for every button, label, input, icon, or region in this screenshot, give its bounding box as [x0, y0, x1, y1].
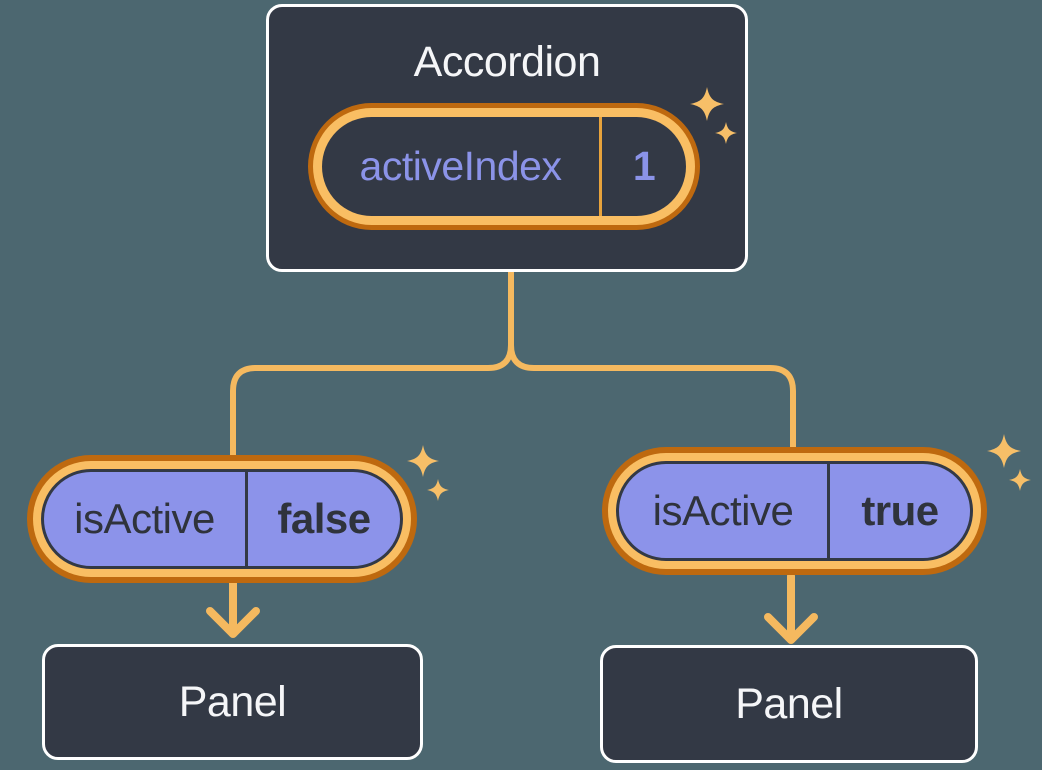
accordion-title: Accordion: [413, 38, 601, 86]
state-pill-divider: [599, 117, 602, 216]
sparkle-icon: [427, 479, 449, 501]
prop-value-left: false: [277, 495, 371, 542]
state-pill: activeIndex 1: [308, 103, 700, 230]
connector-line-left: [230, 270, 514, 460]
panel-box-right: Panel: [600, 645, 978, 763]
prop-pill-left: isActive false: [27, 455, 417, 583]
sparkle-icon: [1009, 469, 1031, 491]
panel-box-left: Panel: [42, 644, 423, 760]
prop-name-left: isActive: [74, 495, 215, 542]
prop-value-right: true: [861, 487, 939, 534]
down-arrow-icon-left: [206, 578, 260, 638]
down-arrow-icon-right: [764, 572, 818, 644]
prop-pill-right: isActive true: [602, 447, 987, 575]
state-pill-ring: activeIndex 1: [313, 108, 695, 225]
connector-line-right: [508, 270, 796, 452]
prop-pill-right-ring: isActive true: [608, 453, 981, 569]
panel-label-right: Panel: [735, 679, 843, 728]
prop-pill-right-divider: [827, 464, 830, 558]
state-value: 1: [632, 143, 656, 189]
state-name: activeIndex: [359, 143, 562, 189]
sparkle-icon: [987, 434, 1021, 468]
prop-name-right: isActive: [652, 487, 794, 534]
prop-pill-left-divider: [245, 472, 248, 566]
prop-pill-left-ring: isActive false: [33, 461, 411, 577]
sparkle-icon: [407, 445, 439, 477]
panel-label-left: Panel: [178, 677, 287, 726]
